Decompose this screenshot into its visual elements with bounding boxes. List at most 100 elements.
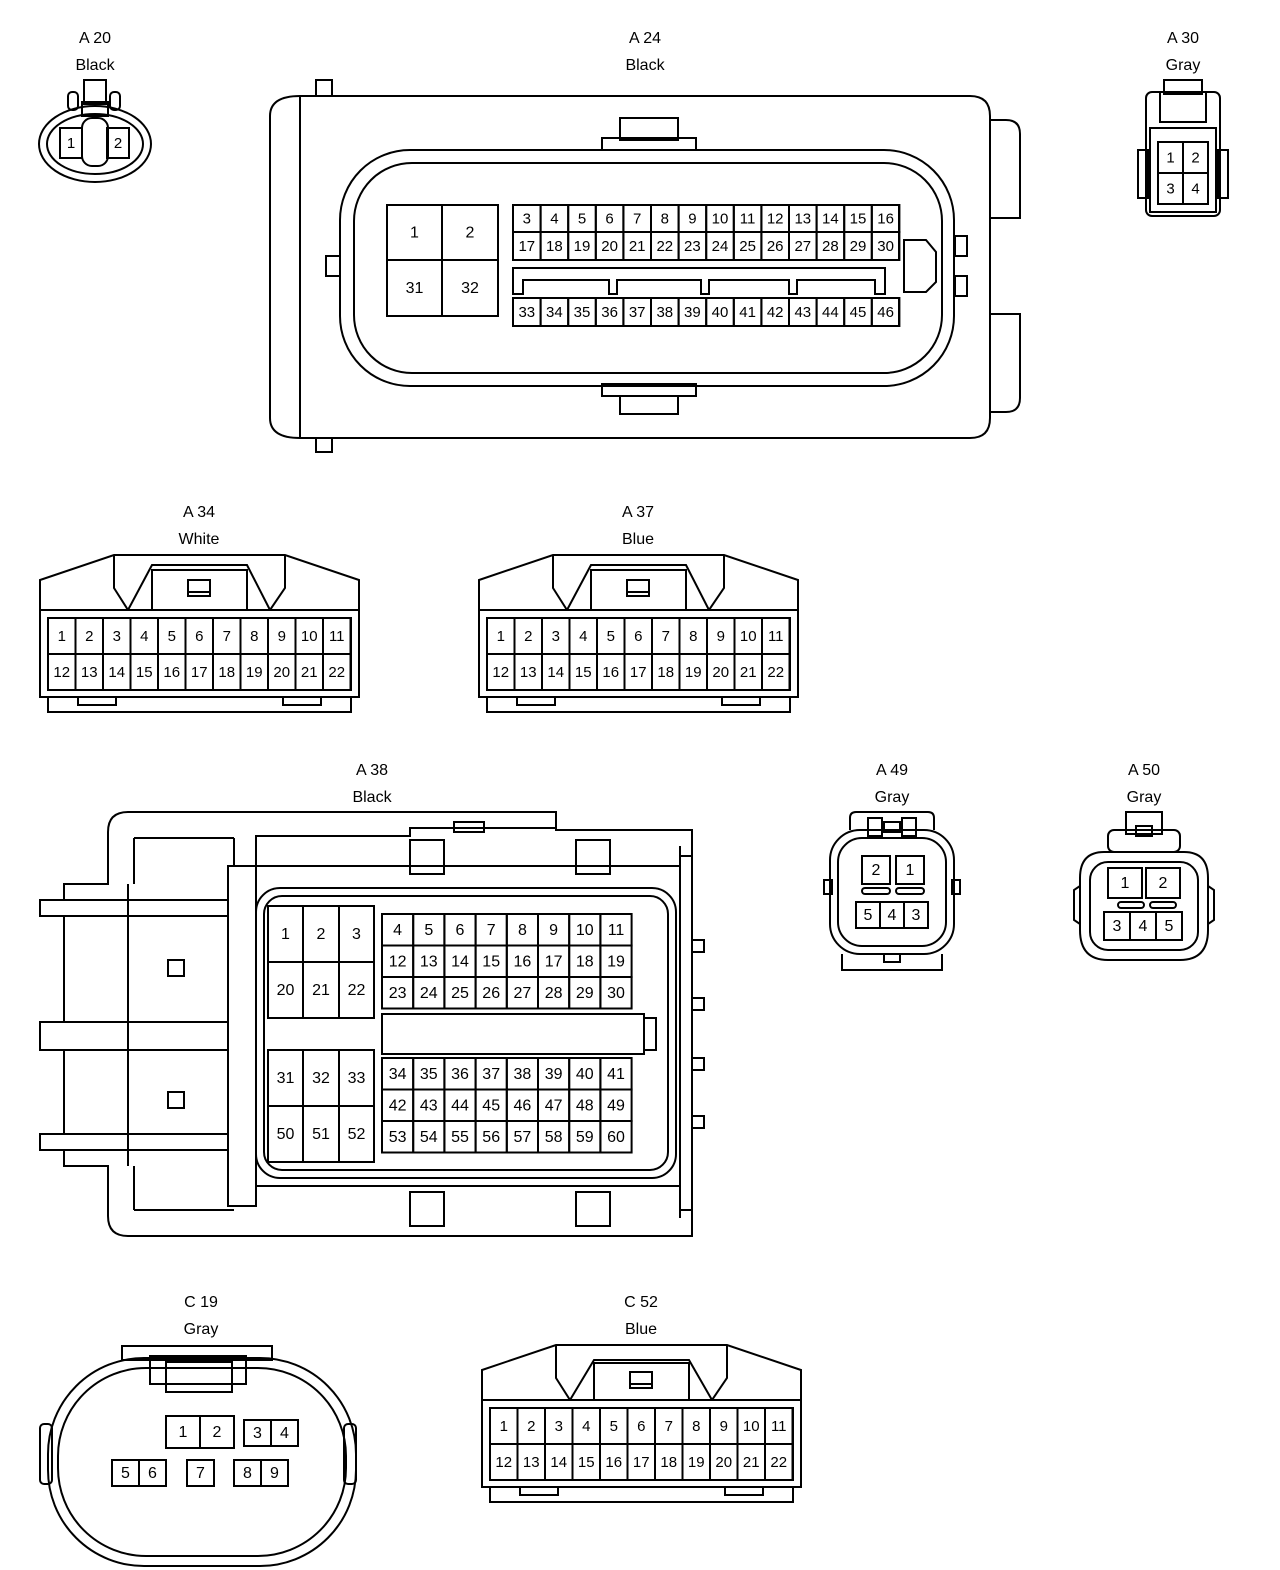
connector-a38-color: Black [352,789,392,806]
a24-pin-17: 17 [518,238,535,255]
connector-a30-id: A 30 [1167,30,1199,47]
c52-pin-17: 17 [633,1454,650,1471]
a37-pin-10: 10 [740,628,757,645]
a34-pin-17: 17 [191,664,208,681]
connector-a49-id: A 49 [876,762,908,779]
a37-pin-cell [761,653,791,691]
a34-pin-14: 14 [108,664,125,681]
c52-pin-19: 19 [688,1454,705,1471]
a38-pin-30: 30 [607,985,625,1002]
a38-pin-46: 46 [514,1097,532,1114]
connector-a20-color: Black [75,57,115,74]
a38-pin-33: 33 [348,1070,366,1087]
a24-pin-2: 2 [466,225,475,242]
connector-a50-color: Gray [1127,789,1162,806]
a24-pin-4: 4 [550,211,558,228]
a38-pin-28: 28 [545,985,563,1002]
c52-pin-8: 8 [692,1418,700,1435]
a38-pin-48: 48 [576,1097,594,1114]
a38-pin-27: 27 [514,985,532,1002]
a24-pin-35: 35 [574,304,591,321]
a37-pin-2: 2 [524,628,532,645]
connector-a50-id: A 50 [1128,762,1160,779]
a38-pin-15: 15 [482,953,500,970]
c52-pin-11: 11 [771,1418,787,1435]
a34-pin-15: 15 [136,664,153,681]
a37-pin-7: 7 [662,628,670,645]
connector-a37-color: Blue [622,531,654,548]
a30-pin-3: 3 [1166,181,1174,198]
a38-pin-3: 3 [352,926,361,943]
c52-pin-22: 22 [770,1454,787,1471]
a38-pin-10: 10 [576,922,594,939]
a38-pin-11: 11 [608,922,625,939]
a24-pin-30: 30 [877,238,894,255]
a37-pin-1: 1 [497,628,505,645]
connector-a24-color: Black [625,57,665,74]
a34-pin-12: 12 [53,664,70,681]
a49-pin-cell [903,901,929,929]
connector-a20-id: A 20 [79,30,111,47]
a50-pin-1: 1 [1121,875,1130,892]
a30-pin-1: 1 [1166,150,1174,167]
a38-pin-53: 53 [389,1129,407,1146]
a34-pin-9: 9 [278,628,286,645]
connector-c19-id: C 19 [184,1294,218,1311]
a50-pin-4: 4 [1139,918,1148,935]
a37-pin-17: 17 [630,664,647,681]
a38-pin-13: 13 [420,953,438,970]
a24-pin-39: 39 [684,304,701,321]
a49-pin-2: 2 [872,862,881,879]
c19-pin-8: 8 [243,1465,252,1482]
a38-pin-50: 50 [277,1126,295,1143]
a24-pin-cell [870,297,901,327]
a34-pin-5: 5 [168,628,176,645]
c52-pin-12: 12 [495,1454,512,1471]
a50-pin-cell [1145,867,1181,899]
a38-pin-32: 32 [312,1070,330,1087]
c52-pin-13: 13 [523,1454,540,1471]
a38-pin-19: 19 [607,953,625,970]
a38-pin-37: 37 [482,1066,500,1083]
connector-a34-id: A 34 [183,504,215,521]
connector-c19-color: Gray [184,1321,219,1338]
a38-pin-31: 31 [277,1070,295,1087]
a24-pin-22: 22 [656,238,673,255]
a49-pin-1: 1 [906,862,915,879]
a38-pin-39: 39 [545,1066,563,1083]
connector-a38-id: A 38 [356,762,388,779]
a30-pin-2: 2 [1191,150,1199,167]
a24-pin-25: 25 [739,238,756,255]
c52-pin-15: 15 [578,1454,595,1471]
a34-pin-18: 18 [218,664,235,681]
a38-pin-2: 2 [317,926,326,943]
a24-pin-26: 26 [767,238,784,255]
c52-pin-21: 21 [743,1454,760,1471]
a37-pin-12: 12 [492,664,509,681]
a24-pin-28: 28 [822,238,839,255]
a24-pin-19: 19 [574,238,591,255]
a37-pin-13: 13 [520,664,537,681]
a38-pin-17: 17 [545,953,563,970]
a37-pin-14: 14 [547,664,564,681]
a38-pin-29: 29 [576,985,594,1002]
a24-pin-32: 32 [461,280,479,297]
c19-pin-4: 4 [280,1425,289,1442]
c52-pin-cell [764,1443,794,1481]
a24-pin-cell [870,231,901,261]
a34-pin-6: 6 [195,628,203,645]
a37-pin-6: 6 [634,628,642,645]
a38-pin-38: 38 [514,1066,532,1083]
a38-pin-23: 23 [389,985,407,1002]
connector-a49-color: Gray [875,789,910,806]
a24-pin-46: 46 [877,304,894,321]
a38-pin-8: 8 [518,922,527,939]
a38-pin-cell [599,1120,633,1154]
a38-pin-40: 40 [576,1066,594,1083]
a24-pin-11: 11 [740,211,756,228]
a38-pin-57: 57 [514,1129,532,1146]
